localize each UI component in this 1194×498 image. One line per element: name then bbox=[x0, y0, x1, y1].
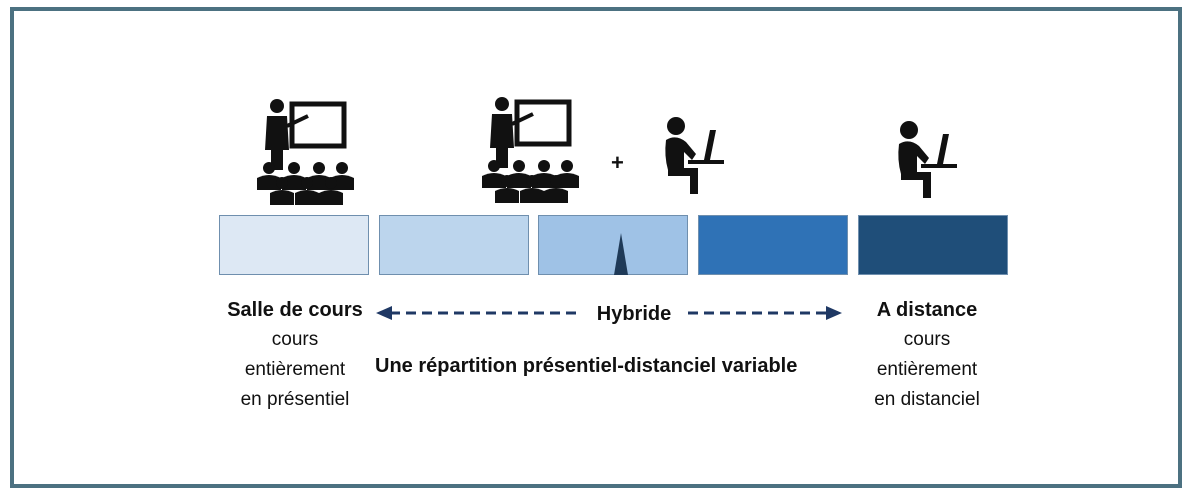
hybrid-title: Hybride bbox=[596, 303, 672, 325]
classroom-label-block: Salle de cours cours entièrement en prés… bbox=[205, 295, 385, 415]
student-at-laptop-icon bbox=[665, 117, 724, 194]
remote-label-block: A distance cours entièrement en distanci… bbox=[837, 295, 1017, 415]
teacher-with-class-icon bbox=[482, 97, 579, 203]
hybrid-subtitle: Une répartition présentiel-distanciel va… bbox=[375, 355, 798, 377]
classroom-desc-line: entièrement bbox=[244, 359, 346, 380]
classroom-title: Salle de cours bbox=[227, 299, 363, 321]
remote-title: A distance bbox=[876, 299, 978, 321]
scale-pointer bbox=[614, 233, 628, 275]
scale-segment-5 bbox=[858, 215, 1008, 275]
left-dashed-arrow bbox=[376, 306, 580, 320]
remote-desc-line: cours bbox=[903, 329, 951, 350]
student-at-laptop-icon bbox=[898, 121, 957, 198]
teacher-with-class-icon bbox=[257, 99, 354, 205]
classroom-desc-line: cours bbox=[271, 329, 319, 350]
scale-segment-4 bbox=[698, 215, 848, 275]
right-dashed-arrow bbox=[688, 306, 842, 320]
remote-desc-line: entièrement bbox=[876, 359, 978, 380]
classroom-desc-line: en présentiel bbox=[240, 389, 350, 410]
scale-segment-2 bbox=[379, 215, 529, 275]
plus-sign: + bbox=[611, 150, 624, 175]
scale-segment-3 bbox=[538, 215, 688, 275]
remote-desc-line: en distanciel bbox=[874, 389, 980, 410]
scale-segment-1 bbox=[219, 215, 369, 275]
